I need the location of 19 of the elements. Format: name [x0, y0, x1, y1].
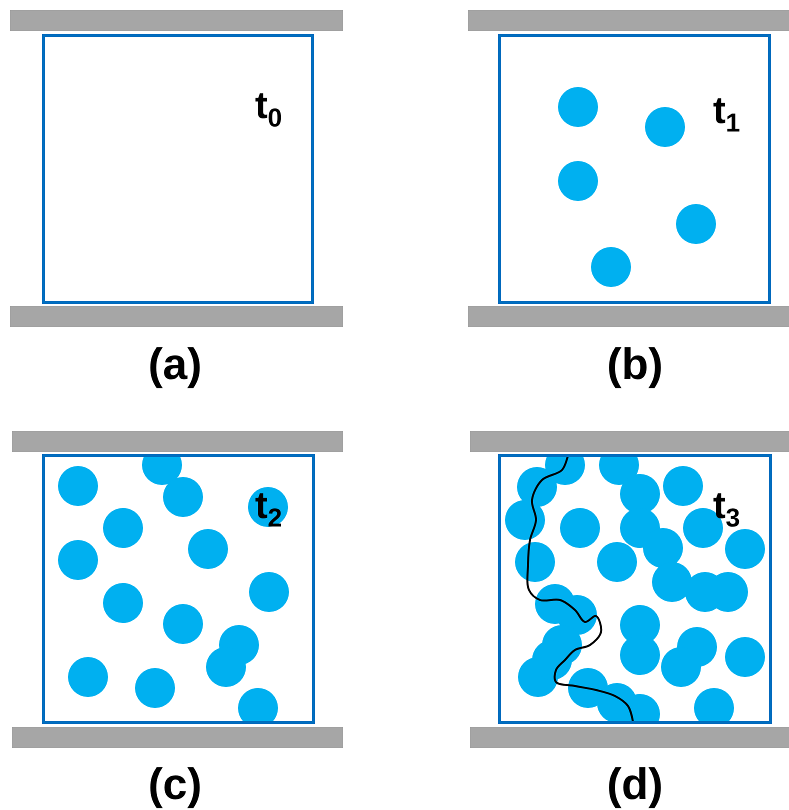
- time-label: t$_{2}$: [255, 487, 282, 531]
- electrode-plate: [12, 431, 343, 452]
- panel-label: (a): [147, 343, 203, 387]
- electrode-plate: [10, 10, 343, 31]
- electrode-plate: [12, 727, 343, 748]
- electrode-plate: [468, 10, 789, 31]
- panel-label: (c): [147, 763, 203, 807]
- dielectric-box: [498, 34, 771, 304]
- electrode-plate: [10, 306, 343, 327]
- time-label: t$_{3}$: [713, 487, 740, 531]
- dielectric-box: [42, 34, 314, 304]
- time-label: t$_{1}$: [713, 92, 740, 136]
- panel-label: (d): [606, 763, 664, 807]
- electrode-plate: [470, 431, 789, 452]
- electrode-plate: [470, 727, 789, 748]
- dielectric-box: [42, 454, 315, 724]
- time-label: t$_{0}$: [255, 87, 282, 131]
- panel-label: (b): [606, 343, 664, 387]
- electrode-plate: [468, 306, 789, 327]
